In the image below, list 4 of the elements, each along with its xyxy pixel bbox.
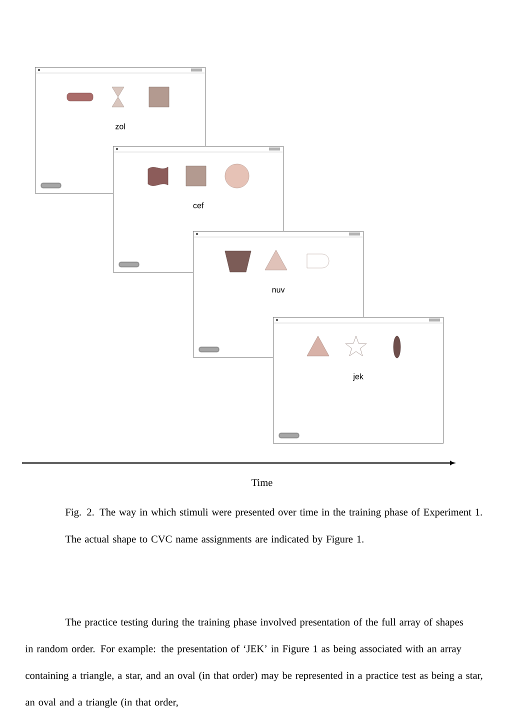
axis-label: Time	[252, 479, 272, 486]
body-paragraph: The practice testing during the training phase involved presentation of the full array of shapes in random order. For example: the presentation of ‘JEK’ in Figure 1 as being associated with an array containing a triangle, a star, and an oval (in that order) may be represented in a practice test as being a star, an oval and a triangle (in that order,	[25, 618, 482, 708]
figure-caption: Fig. 2. The way in which stimuli were presented over time in the training phase of Experiment 1. The actual shape to CVC name assignments are indicated by Figure 1.	[65, 508, 482, 545]
app-window: jek	[273, 317, 444, 444]
